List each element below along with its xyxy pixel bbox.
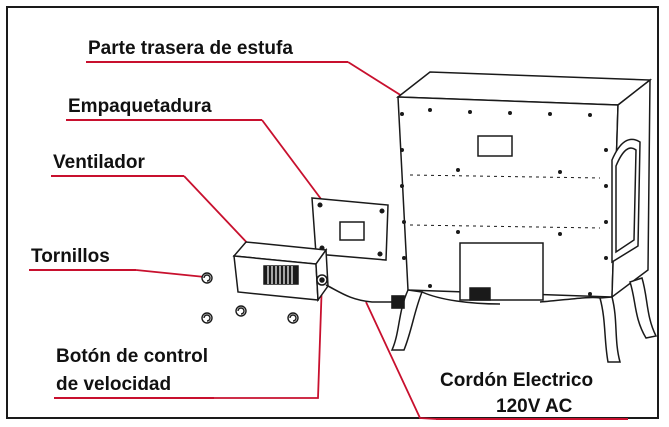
leader-screws	[135, 269, 206, 278]
label-power-cord-line2: 120V AC	[496, 396, 573, 417]
label-stove-back: Parte trasera de estufa	[88, 38, 293, 59]
stove-leg-back-right	[629, 277, 658, 339]
leader-power-cord	[365, 301, 437, 420]
stove-side-window	[611, 138, 641, 264]
screw-4	[287, 312, 299, 324]
screw-1	[201, 272, 213, 284]
screws	[201, 272, 299, 324]
power-plug	[391, 295, 405, 309]
gasket-opening	[339, 221, 365, 241]
label-underlines	[29, 61, 628, 420]
label-screws: Tornillos	[31, 246, 110, 267]
power-cord	[325, 284, 405, 309]
stove-screw-dots	[400, 108, 608, 296]
leader-gasket	[261, 119, 325, 204]
fan	[232, 241, 329, 303]
label-gasket: Empaquetadura	[68, 96, 212, 117]
fan-grille	[263, 265, 299, 285]
label-power-cord-line1: Cordón Electrico	[440, 370, 594, 391]
gasket	[311, 197, 389, 261]
stove-leg-front-right	[599, 296, 621, 363]
screw-2	[201, 312, 213, 324]
screw-3	[235, 305, 247, 317]
stove-outlet	[469, 287, 491, 301]
stove-leg-front-left	[390, 289, 424, 351]
label-speed-control-line1: Botón de control	[56, 346, 208, 367]
label-fan: Ventilador	[53, 152, 145, 173]
leader-fan	[183, 175, 253, 249]
leader-lines	[135, 61, 437, 420]
stove-upper-vent	[477, 135, 513, 157]
label-speed-control-line2: de velocidad	[56, 374, 172, 395]
stove	[390, 71, 658, 363]
leader-speed-control	[214, 279, 323, 399]
leader-stove-back	[347, 61, 411, 102]
